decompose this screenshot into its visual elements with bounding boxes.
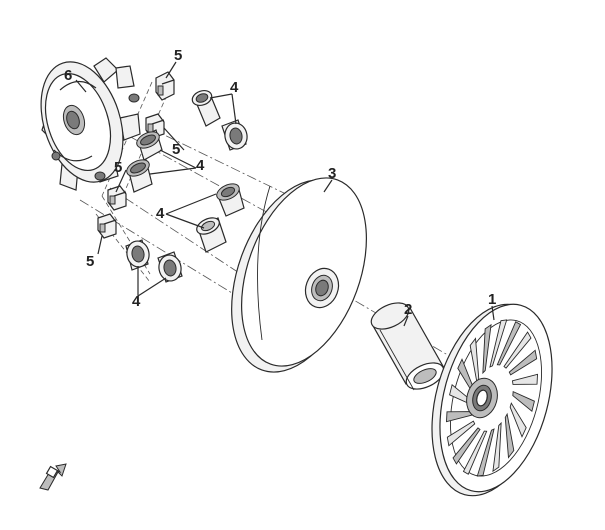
label-part-3: 3 <box>328 165 336 182</box>
slide-piece-upper <box>155 71 175 101</box>
label-part-4b: 4 <box>196 157 205 174</box>
fan-fin <box>482 323 492 375</box>
fan-fin <box>508 349 538 376</box>
fan-fin <box>452 427 481 465</box>
fan-fin <box>462 430 488 475</box>
roller-5 <box>216 183 245 217</box>
movable-drive-face-part <box>231 177 367 373</box>
slide-piece-lower <box>107 185 127 211</box>
fan-fin <box>509 402 527 438</box>
label-part-5d: 5 <box>86 253 94 270</box>
fan-fin <box>504 412 515 459</box>
roller-1 <box>191 89 221 127</box>
roller-8 <box>157 251 183 283</box>
fan-fin <box>446 420 476 447</box>
fan-fin <box>511 373 539 385</box>
label-part-4d: 4 <box>132 293 141 310</box>
roller-3 <box>136 129 163 161</box>
sleeve-part <box>370 302 445 391</box>
label-part-1: 1 <box>488 291 496 308</box>
fan-fin <box>476 428 495 477</box>
label-part-5c: 5 <box>114 159 122 176</box>
roller-6 <box>196 217 227 253</box>
label-part-6: 6 <box>64 67 72 84</box>
fan-fin <box>496 321 522 366</box>
leader-lines <box>75 61 495 327</box>
label-part-5b: 5 <box>172 141 180 158</box>
callout-labels: 6 5 4 5 4 5 4 5 4 3 2 1 <box>64 47 496 318</box>
label-part-4c: 4 <box>156 205 165 222</box>
label-part-5a: 5 <box>174 47 182 64</box>
front-arrow-icon <box>39 463 67 491</box>
fan-fin <box>512 390 535 413</box>
fan-fin <box>489 319 508 368</box>
fan-fin <box>492 421 502 473</box>
roller-4 <box>126 159 153 193</box>
label-part-2: 2 <box>404 301 412 318</box>
fan-fin <box>503 331 532 369</box>
label-part-4a: 4 <box>230 79 239 96</box>
fixed-drive-face-part <box>431 303 553 497</box>
roller-7 <box>125 239 150 271</box>
slide-piece-bottom <box>97 213 117 239</box>
ramp-plate-part <box>40 57 141 191</box>
roller-2 <box>221 119 248 151</box>
